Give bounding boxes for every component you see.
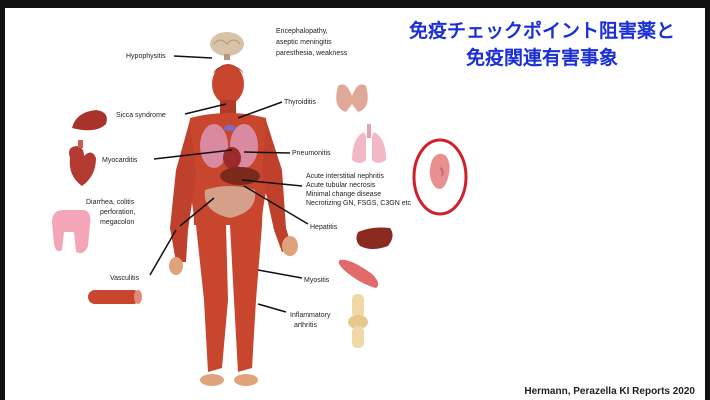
- label-myocarditis: Myocarditis: [102, 157, 138, 164]
- liver-icon: [356, 228, 392, 250]
- label-sicca: Sicca syndrome: [116, 112, 166, 119]
- salivary-gland-icon: [72, 110, 107, 130]
- intestine-icon: [52, 210, 90, 253]
- title-line-2: 免疫関連有害事象: [466, 46, 618, 69]
- label-myositis: Myositis: [304, 277, 330, 284]
- label-kidney-4: Necrotizing GN, FSGS, C3GN etc: [306, 200, 412, 207]
- label-vasculitis: Vasculitis: [110, 275, 140, 282]
- label-kidney-3: Minimal change disease: [306, 191, 381, 198]
- label-kidney-2: Acute tubular necrosis: [306, 182, 376, 189]
- title-line-1: 免疫チェックポイント阻害薬と: [409, 19, 675, 42]
- human-body-figure: [169, 64, 298, 386]
- label-colitis-1: Diarrhea, colitis: [86, 199, 135, 206]
- label-colitis-3: megacolon: [100, 219, 134, 226]
- heart-icon: [69, 140, 96, 186]
- label-hepatitis: Hepatitis: [310, 224, 338, 231]
- citation: Hermann, Perazella KI Reports 2020: [524, 386, 695, 397]
- label-pneumonitis: Pneumonitis: [292, 150, 331, 157]
- label-encephalopathy-2: aseptic meningitis: [276, 39, 332, 46]
- brain-icon: [210, 32, 244, 60]
- label-arthritis-2: arthritis: [294, 322, 317, 329]
- label-kidney-1: Acute interstitial nephritis: [306, 173, 384, 180]
- label-colitis-2: perforation,: [100, 209, 135, 216]
- lungs-icon: [352, 124, 386, 163]
- label-encephalopathy-1: Encephalopathy,: [276, 28, 328, 35]
- label-hypophysitis: Hypophysitis: [126, 53, 166, 60]
- label-encephalopathy-3: paresthesia, weakness: [276, 50, 348, 57]
- label-thyroiditis: Thyroiditis: [284, 99, 316, 106]
- kidney-icon: [430, 154, 450, 189]
- label-arthritis-1: Inflammatory: [290, 312, 331, 319]
- blood-vessel-icon: [88, 290, 142, 304]
- muscle-icon: [339, 260, 379, 288]
- knee-joint-icon: [348, 294, 368, 348]
- thyroid-icon: [336, 84, 368, 112]
